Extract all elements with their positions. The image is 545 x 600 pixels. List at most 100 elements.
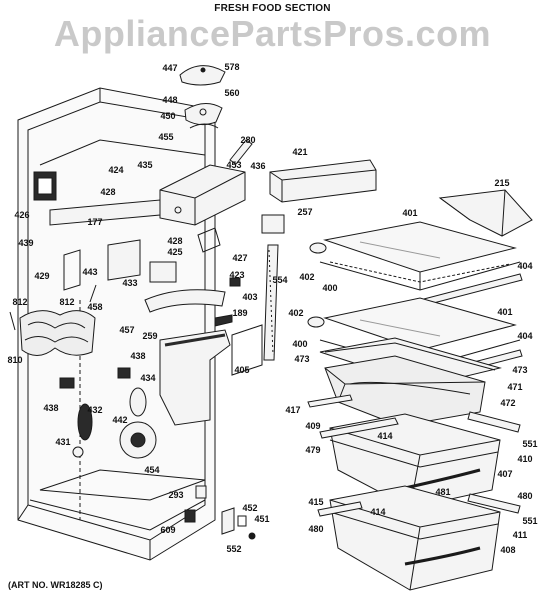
callout-551: 551 (522, 439, 538, 449)
cap-451 (237, 515, 247, 527)
callout-432: 432 (87, 405, 103, 415)
spring-432 (77, 403, 93, 441)
bracket-429 (63, 249, 81, 291)
rail-403 (263, 244, 279, 361)
callout-454: 454 (144, 465, 160, 475)
crisper-pan-472 (324, 355, 486, 427)
cover-259 (144, 289, 226, 313)
callout-428: 428 (100, 187, 116, 197)
callout-810: 810 (7, 355, 23, 365)
hinge-452 (221, 507, 235, 535)
callout-554: 554 (272, 275, 288, 285)
callout-473: 473 (294, 354, 310, 364)
callout-403: 403 (242, 292, 258, 302)
callout-189: 189 (232, 308, 248, 318)
callout-215: 215 (494, 178, 510, 188)
callout-447: 447 (162, 63, 178, 73)
callout-401: 401 (402, 208, 418, 218)
callout-259: 259 (142, 331, 158, 341)
callout-402b: 402 (288, 308, 304, 318)
callout-404: 404 (517, 261, 533, 271)
callout-410: 410 (517, 454, 533, 464)
callout-434: 434 (140, 373, 156, 383)
callout-404b: 404 (517, 331, 533, 341)
damper-433 (149, 261, 177, 283)
callout-480: 480 (517, 491, 533, 501)
slide-417 (307, 394, 353, 408)
diagram-title: FRESH FOOD SECTION (214, 3, 331, 14)
callout-457: 457 (119, 325, 135, 335)
callout-402: 402 (299, 272, 315, 282)
glass-shelf-upper-401 (319, 221, 521, 291)
callout-411: 411 (512, 530, 528, 540)
callout-453: 453 (226, 160, 242, 170)
callout-578: 578 (224, 62, 240, 72)
heater-810 (19, 310, 96, 356)
support-402 (309, 242, 327, 254)
bin-215 (438, 189, 533, 237)
gasket-450 (189, 123, 219, 129)
callout-812: 812 (12, 297, 28, 307)
callout-439: 439 (18, 238, 34, 248)
thermostat-housing-448 (184, 103, 223, 126)
callout-448: 448 (162, 95, 178, 105)
callout-442: 442 (112, 415, 128, 425)
callout-426: 426 (14, 210, 30, 220)
pan-408 (329, 485, 501, 591)
callout-427: 427 (232, 253, 248, 263)
callout-423: 423 (229, 270, 245, 280)
slide-415 (317, 501, 363, 517)
harness-427 (197, 227, 221, 253)
callout-408: 408 (500, 545, 516, 555)
top-cover-447 (179, 65, 226, 86)
clip-609 (184, 509, 196, 523)
shelf-channel-421 (269, 159, 377, 203)
clip-189 (214, 314, 233, 327)
callout-560: 560 (224, 88, 240, 98)
callout-552: 552 (226, 544, 242, 554)
callout-414b: 414 (370, 507, 386, 517)
slide-480 (467, 493, 521, 514)
callout-407: 407 (497, 469, 513, 479)
knob-431 (72, 446, 84, 458)
callout-435: 435 (137, 160, 153, 170)
pan-407 (329, 413, 501, 509)
relay-257 (261, 214, 285, 234)
callout-450: 450 (160, 111, 176, 121)
callout-481: 481 (435, 487, 451, 497)
wire-812b (89, 284, 97, 303)
callout-479: 479 (305, 445, 321, 455)
lamp-280 (229, 139, 253, 165)
callout-177: 177 (87, 217, 103, 227)
callout-414: 414 (377, 431, 393, 441)
art-number: (ART NO. WR18285 C) (8, 580, 103, 590)
callout-424: 424 (108, 165, 124, 175)
clip-423 (229, 277, 241, 287)
callout-551b: 551 (522, 516, 538, 526)
callout-443: 443 (82, 267, 98, 277)
callout-400: 400 (322, 283, 338, 293)
callout-409: 409 (305, 421, 321, 431)
clip-293 (195, 485, 207, 499)
bracket-443 (107, 239, 141, 281)
callout-438: 438 (130, 351, 146, 361)
callout-425: 425 (167, 247, 183, 257)
callout-436: 436 (250, 161, 266, 171)
callout-458: 458 (87, 302, 103, 312)
callout-401b: 401 (497, 307, 513, 317)
screw-552 (248, 532, 256, 540)
callout-473b: 473 (512, 365, 528, 375)
callout-438b: 438 (43, 403, 59, 413)
callout-257: 257 (297, 207, 313, 217)
callout-472: 472 (500, 398, 516, 408)
slide-410 (467, 411, 521, 433)
clip-438b (59, 377, 75, 389)
callout-455: 455 (158, 132, 174, 142)
callout-451: 451 (254, 514, 270, 524)
callout-293: 293 (168, 490, 184, 500)
callout-471: 471 (507, 382, 523, 392)
watermark: AppliancePartsPros.com (53, 13, 492, 54)
support-402b (307, 316, 325, 328)
bracket-405 (231, 324, 263, 376)
